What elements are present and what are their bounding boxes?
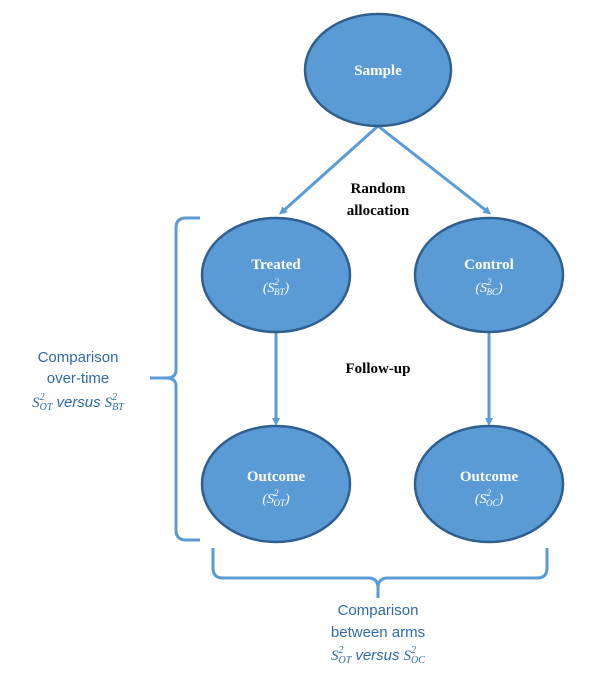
between-arms-label-line1: Comparison <box>338 602 419 619</box>
arrow-sample-to-treated <box>279 124 380 215</box>
arrow-sample-to-control <box>377 124 492 215</box>
sample-node: Sample <box>303 12 453 128</box>
sample-node-title: Sample <box>354 63 402 79</box>
follow-up-label: Follow-up <box>345 361 410 377</box>
outcome-treated-title: Outcome <box>247 469 306 485</box>
control-node-title: Control <box>464 257 514 273</box>
random-allocation-label-line2: allocation <box>347 203 410 219</box>
over-time-label-line1: Comparison <box>38 349 119 366</box>
treated-node-title: Treated <box>251 257 301 273</box>
between-arms-label-line2: between arms <box>331 624 425 641</box>
over-time-bracket <box>150 216 200 542</box>
outcome-control-title: Outcome <box>460 469 519 485</box>
over-time-label-line2: over-time <box>47 370 110 387</box>
between-arms-bracket <box>211 548 549 598</box>
random-allocation-label-line1: Random <box>350 181 406 197</box>
